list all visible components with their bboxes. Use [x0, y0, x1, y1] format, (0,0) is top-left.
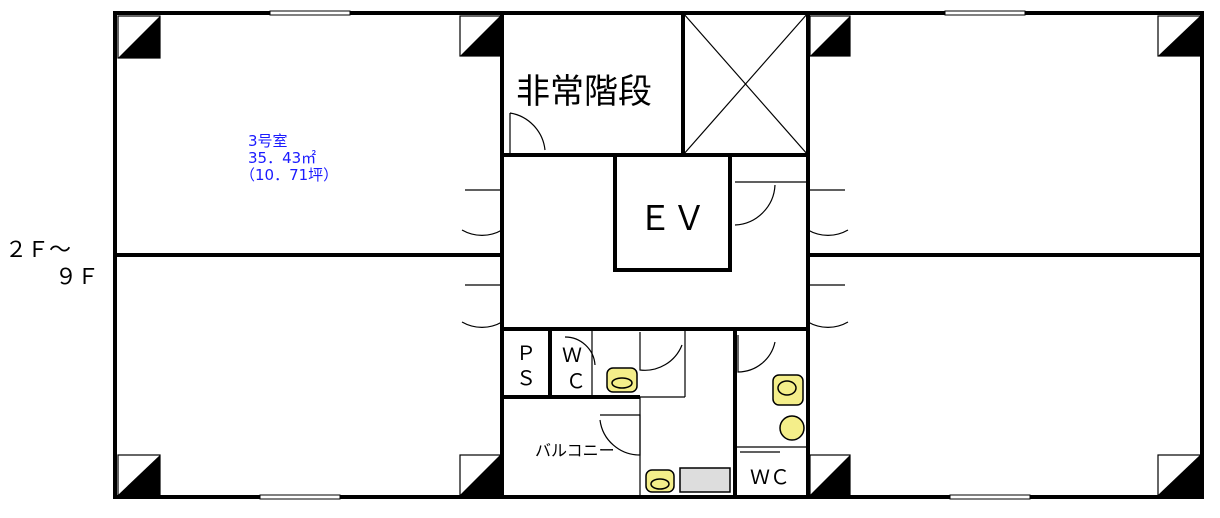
- wc-right-label: ＷＣ: [750, 465, 790, 489]
- toilet-fixtures: [606, 367, 805, 493]
- floor-label-line1: ２Ｆ～: [5, 238, 71, 263]
- balcony-label: バルコニー: [535, 441, 615, 460]
- wc-small-label-c: Ｃ: [566, 369, 586, 393]
- floor-label-line2: ９Ｆ: [55, 265, 99, 290]
- door-swings: [461, 112, 849, 456]
- ps-label-p: Ｐ: [516, 341, 536, 365]
- room-name: 3号室: [248, 132, 288, 150]
- stairs-label: 非常階段: [516, 72, 652, 112]
- wc-small-label-w: Ｗ: [562, 343, 582, 367]
- room-area-tsubo: （10．71坪）: [240, 166, 338, 184]
- window-marks: [259, 10, 1031, 500]
- ps-label-s: Ｓ: [516, 366, 536, 390]
- elevator-box: [613, 153, 732, 272]
- column-marks: [117, 15, 1201, 496]
- shaft-cross-b: [682, 12, 809, 156]
- elevator-label: ＥＶ: [638, 199, 706, 239]
- room-area-sqm: 35．43㎡: [248, 149, 316, 167]
